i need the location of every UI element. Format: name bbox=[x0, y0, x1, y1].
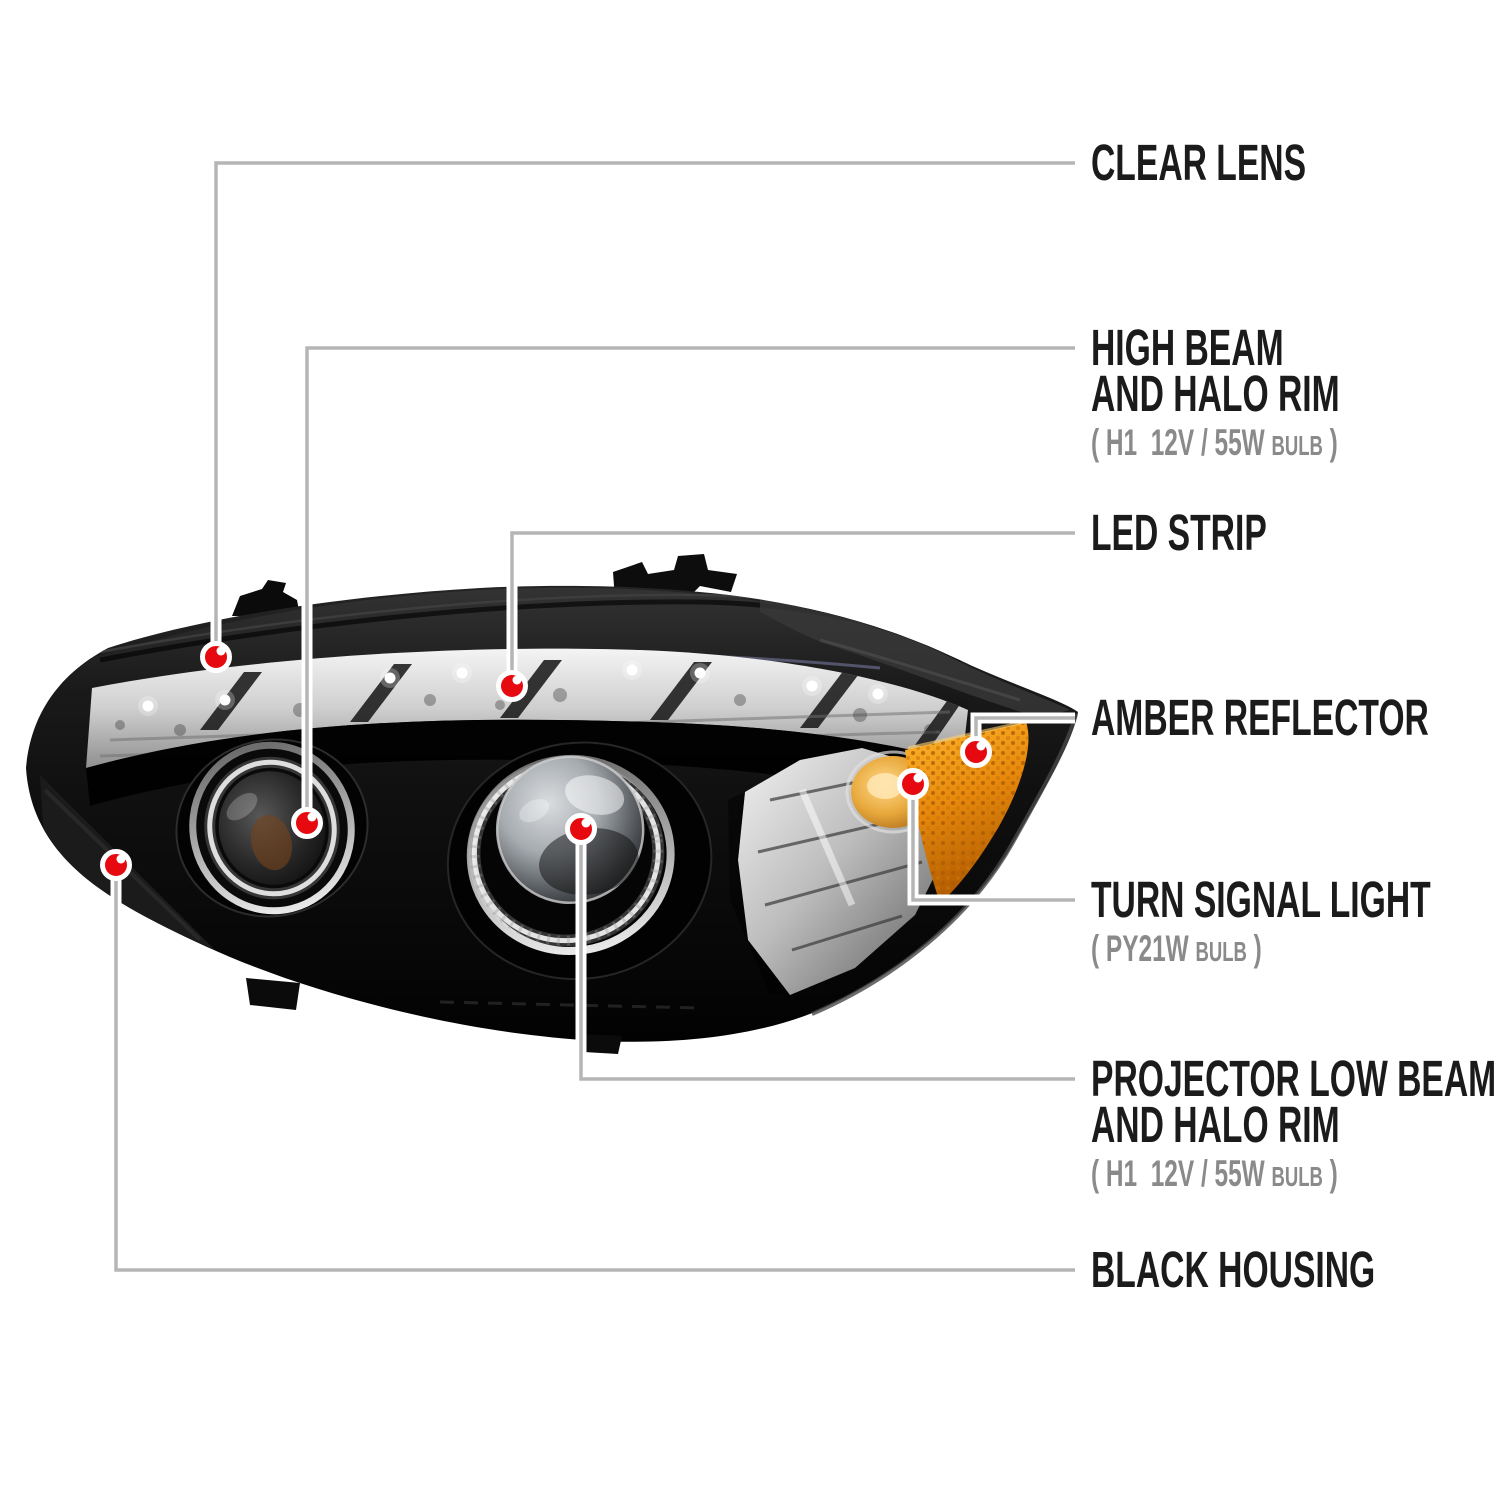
leader-led-strip bbox=[510, 531, 1075, 686]
marker-led-strip bbox=[496, 670, 528, 702]
leader-projector-low-beam bbox=[579, 829, 1075, 1081]
label-amber-reflector: AMBER REFLECTOR bbox=[1091, 689, 1500, 746]
high-beam-lamp bbox=[175, 738, 369, 918]
marker-black-housing bbox=[100, 849, 132, 881]
label-text: PROJECTOR LOW BEAM bbox=[1091, 1050, 1497, 1107]
marker-turn-signal bbox=[897, 768, 929, 800]
marker-high-beam bbox=[291, 807, 323, 839]
label-text: LED STRIP bbox=[1091, 504, 1267, 561]
marker-amber-reflector bbox=[960, 736, 992, 768]
bulb-spec: ( PY21W BULB ) bbox=[1091, 928, 1262, 969]
label-text: HIGH BEAM bbox=[1091, 319, 1284, 376]
bulb-spec: ( H1 12V / 55W BULB ) bbox=[1091, 422, 1338, 463]
label-black-housing: BLACK HOUSING bbox=[1091, 1241, 1500, 1298]
label-turn-signal: TURN SIGNAL LIGHT ( PY21W BULB ) bbox=[1091, 871, 1500, 969]
label-clear-lens: CLEAR LENS bbox=[1091, 134, 1417, 191]
marker-projector-low-beam bbox=[565, 813, 597, 845]
label-led-strip: LED STRIP bbox=[1091, 504, 1357, 561]
label-text: AND HALO RIM bbox=[1091, 365, 1340, 422]
label-text: BLACK HOUSING bbox=[1091, 1241, 1376, 1298]
leader-high-beam bbox=[305, 346, 1075, 823]
callout-markers bbox=[100, 641, 992, 881]
label-text: TURN SIGNAL LIGHT bbox=[1091, 871, 1431, 928]
label-text: CLEAR LENS bbox=[1091, 134, 1307, 191]
label-text: AND HALO RIM bbox=[1091, 1096, 1340, 1153]
label-projector-low-beam: PROJECTOR LOW BEAM AND HALO RIM ( H1 12V… bbox=[1091, 1050, 1500, 1194]
leader-turn-signal bbox=[911, 784, 1075, 902]
bulb-spec: ( H1 12V / 55W BULB ) bbox=[1091, 1153, 1338, 1194]
marker-clear-lens bbox=[200, 641, 232, 673]
label-high-beam: HIGH BEAM AND HALO RIM ( H1 12V / 55W BU… bbox=[1091, 319, 1468, 463]
leader-clear-lens bbox=[214, 161, 1075, 657]
label-text: AMBER REFLECTOR bbox=[1091, 689, 1429, 746]
leader-black-housing bbox=[114, 865, 1075, 1272]
amber-reflector-area bbox=[905, 720, 1029, 903]
